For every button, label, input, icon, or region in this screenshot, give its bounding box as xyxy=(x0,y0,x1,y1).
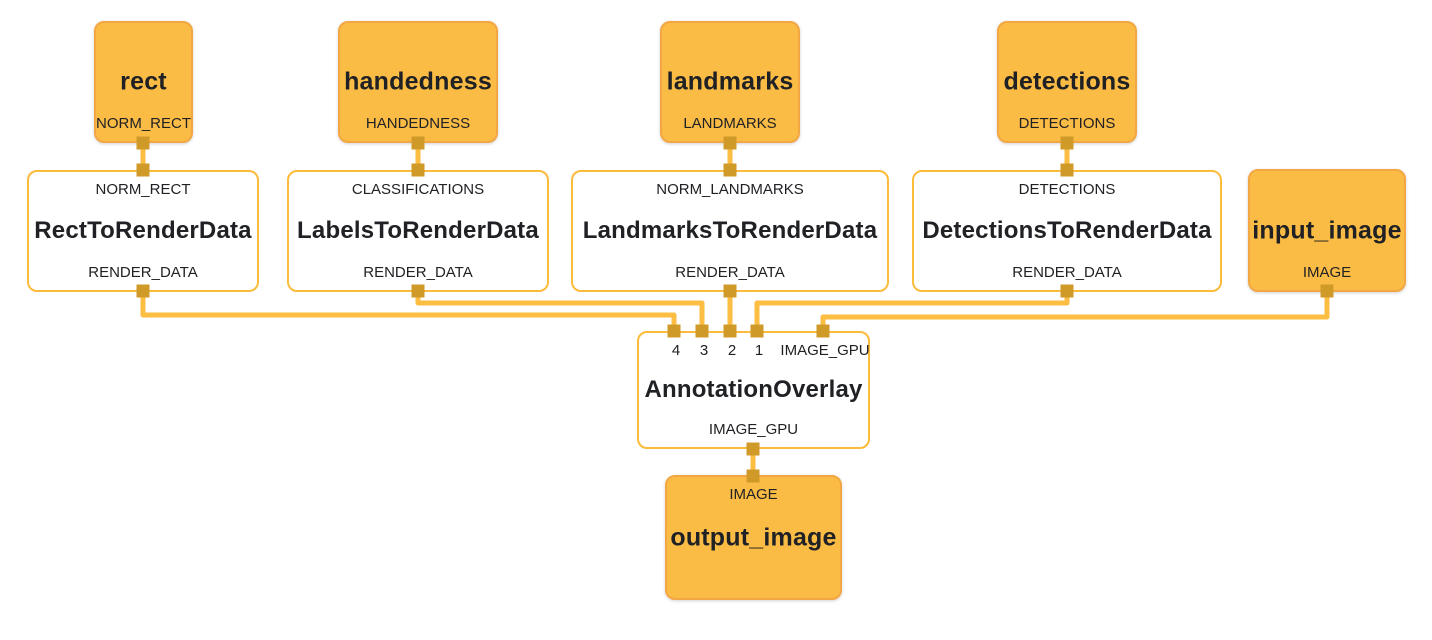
node-landmarks-to-render-data[interactable]: NORM_LANDMARKS LandmarksToRenderData REN… xyxy=(571,170,889,292)
node-title: RectToRenderData xyxy=(34,217,252,244)
output-port-label: IMAGE_GPU xyxy=(708,421,799,438)
input-port-label-3: 3 xyxy=(699,342,709,359)
node-title: landmarks xyxy=(666,67,794,96)
node-title: output_image xyxy=(670,523,837,551)
output-port-label: LANDMARKS xyxy=(683,115,777,132)
node-title: AnnotationOverlay xyxy=(644,376,863,403)
output-port-label: HANDEDNESS xyxy=(365,115,471,132)
input-port-label-2: 2 xyxy=(727,342,737,359)
node-detections-to-render-data[interactable]: DETECTIONS DetectionsToRenderData RENDER… xyxy=(912,170,1222,292)
input-port-label: NORM_LANDMARKS xyxy=(656,181,804,198)
node-title: LandmarksToRenderData xyxy=(582,217,878,244)
node-output-image[interactable]: IMAGE output_image xyxy=(665,475,842,600)
output-port-label: RENDER_DATA xyxy=(88,264,198,281)
node-title: detections xyxy=(1003,67,1131,96)
output-port-label: RENDER_DATA xyxy=(363,264,473,281)
node-title: LabelsToRenderData xyxy=(297,217,539,244)
edge-rect_to_render_data-to-annotation_overlay_port_4 xyxy=(140,290,677,333)
output-port-label: NORM_RECT xyxy=(96,115,192,132)
output-port-label: IMAGE xyxy=(1302,264,1352,281)
node-rect-to-render-data[interactable]: NORM_RECT RectToRenderData RENDER_DATA xyxy=(27,170,259,292)
node-title: handedness xyxy=(344,67,492,96)
node-title: input_image xyxy=(1252,216,1402,244)
node-title: rect xyxy=(120,67,167,96)
input-port-label: NORM_RECT xyxy=(95,181,191,198)
output-port-label: RENDER_DATA xyxy=(675,264,785,281)
node-labels-to-render-data[interactable]: CLASSIFICATIONS LabelsToRenderData RENDE… xyxy=(287,170,549,292)
input-port-label-1: 1 xyxy=(754,342,764,359)
node-handedness[interactable]: handedness HANDEDNESS xyxy=(338,21,498,143)
output-port-label: DETECTIONS xyxy=(1018,115,1116,132)
node-rect[interactable]: rect NORM_RECT xyxy=(94,21,193,143)
input-port-label-4: 4 xyxy=(671,342,681,359)
input-port-label: DETECTIONS xyxy=(1018,181,1116,198)
input-port-label: IMAGE xyxy=(729,486,778,503)
input-port-label-image-gpu: IMAGE_GPU xyxy=(780,342,870,359)
node-landmarks[interactable]: landmarks LANDMARKS xyxy=(660,21,800,143)
output-port-label: RENDER_DATA xyxy=(1012,264,1122,281)
input-port-label: CLASSIFICATIONS xyxy=(351,181,485,198)
node-input-image[interactable]: input_image IMAGE xyxy=(1248,169,1406,292)
node-detections[interactable]: detections DETECTIONS xyxy=(997,21,1137,143)
node-title: DetectionsToRenderData xyxy=(922,217,1212,244)
node-annotation-overlay[interactable]: 4 3 2 1 IMAGE_GPU AnnotationOverlay IMAG… xyxy=(637,331,870,449)
